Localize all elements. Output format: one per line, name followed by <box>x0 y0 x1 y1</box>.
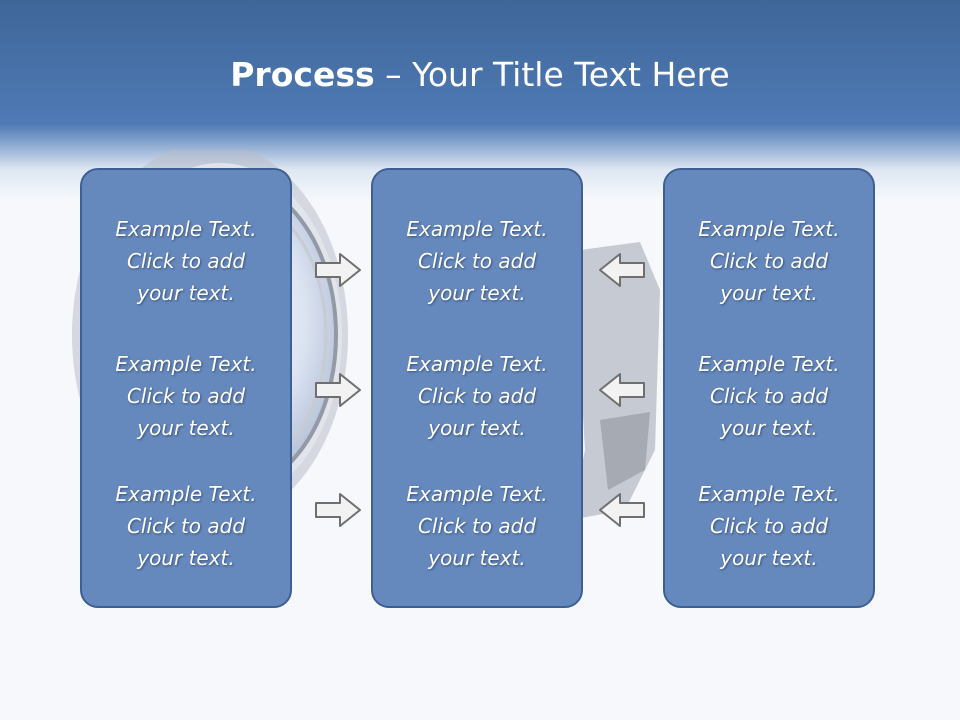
block-line: Click to add <box>417 514 537 538</box>
text-block[interactable]: Example Text. Click to add your text. <box>82 213 290 309</box>
arrow-right-icon <box>315 373 361 407</box>
process-card-right[interactable]: Example Text. Click to add your text. Ex… <box>663 168 875 608</box>
title-bold: Process <box>230 55 375 94</box>
text-block[interactable]: Example Text. Click to add your text. <box>82 478 290 574</box>
block-line: Click to add <box>126 514 246 538</box>
block-line: Example Text. <box>406 352 548 376</box>
block-line: your text. <box>137 416 235 440</box>
slide-title[interactable]: Process – Your Title Text Here <box>0 52 960 98</box>
block-line: your text. <box>720 281 818 305</box>
arrow-right-icon <box>315 253 361 287</box>
block-line: your text. <box>720 546 818 570</box>
arrow-left-icon <box>599 373 645 407</box>
arrow-left-icon <box>599 493 645 527</box>
text-block[interactable]: Example Text. Click to add your text. <box>665 478 873 574</box>
block-line: Click to add <box>417 249 537 273</box>
process-card-center[interactable]: Example Text. Click to add your text. Ex… <box>371 168 583 608</box>
block-line: Example Text. <box>406 482 548 506</box>
block-line: Click to add <box>126 384 246 408</box>
block-line: Example Text. <box>406 217 548 241</box>
block-line: Example Text. <box>115 217 257 241</box>
text-block[interactable]: Example Text. Click to add your text. <box>373 478 581 574</box>
block-line: Click to add <box>709 514 829 538</box>
block-line: your text. <box>428 416 526 440</box>
text-block[interactable]: Example Text. Click to add your text. <box>665 213 873 309</box>
text-block[interactable]: Example Text. Click to add your text. <box>373 348 581 444</box>
block-line: your text. <box>137 546 235 570</box>
block-line: Example Text. <box>115 352 257 376</box>
block-line: Example Text. <box>115 482 257 506</box>
process-card-left[interactable]: Example Text. Click to add your text. Ex… <box>80 168 292 608</box>
block-line: your text. <box>428 281 526 305</box>
block-line: your text. <box>137 281 235 305</box>
block-line: Example Text. <box>698 482 840 506</box>
block-line: Click to add <box>417 384 537 408</box>
block-line: Example Text. <box>698 217 840 241</box>
block-line: Click to add <box>709 384 829 408</box>
block-line: Example Text. <box>698 352 840 376</box>
block-line: Click to add <box>126 249 246 273</box>
arrow-left-icon <box>599 253 645 287</box>
text-block[interactable]: Example Text. Click to add your text. <box>665 348 873 444</box>
arrow-right-icon <box>315 493 361 527</box>
block-line: your text. <box>428 546 526 570</box>
block-line: your text. <box>720 416 818 440</box>
text-block[interactable]: Example Text. Click to add your text. <box>373 213 581 309</box>
title-rest: – Your Title Text Here <box>374 55 730 94</box>
block-line: Click to add <box>709 249 829 273</box>
text-block[interactable]: Example Text. Click to add your text. <box>82 348 290 444</box>
